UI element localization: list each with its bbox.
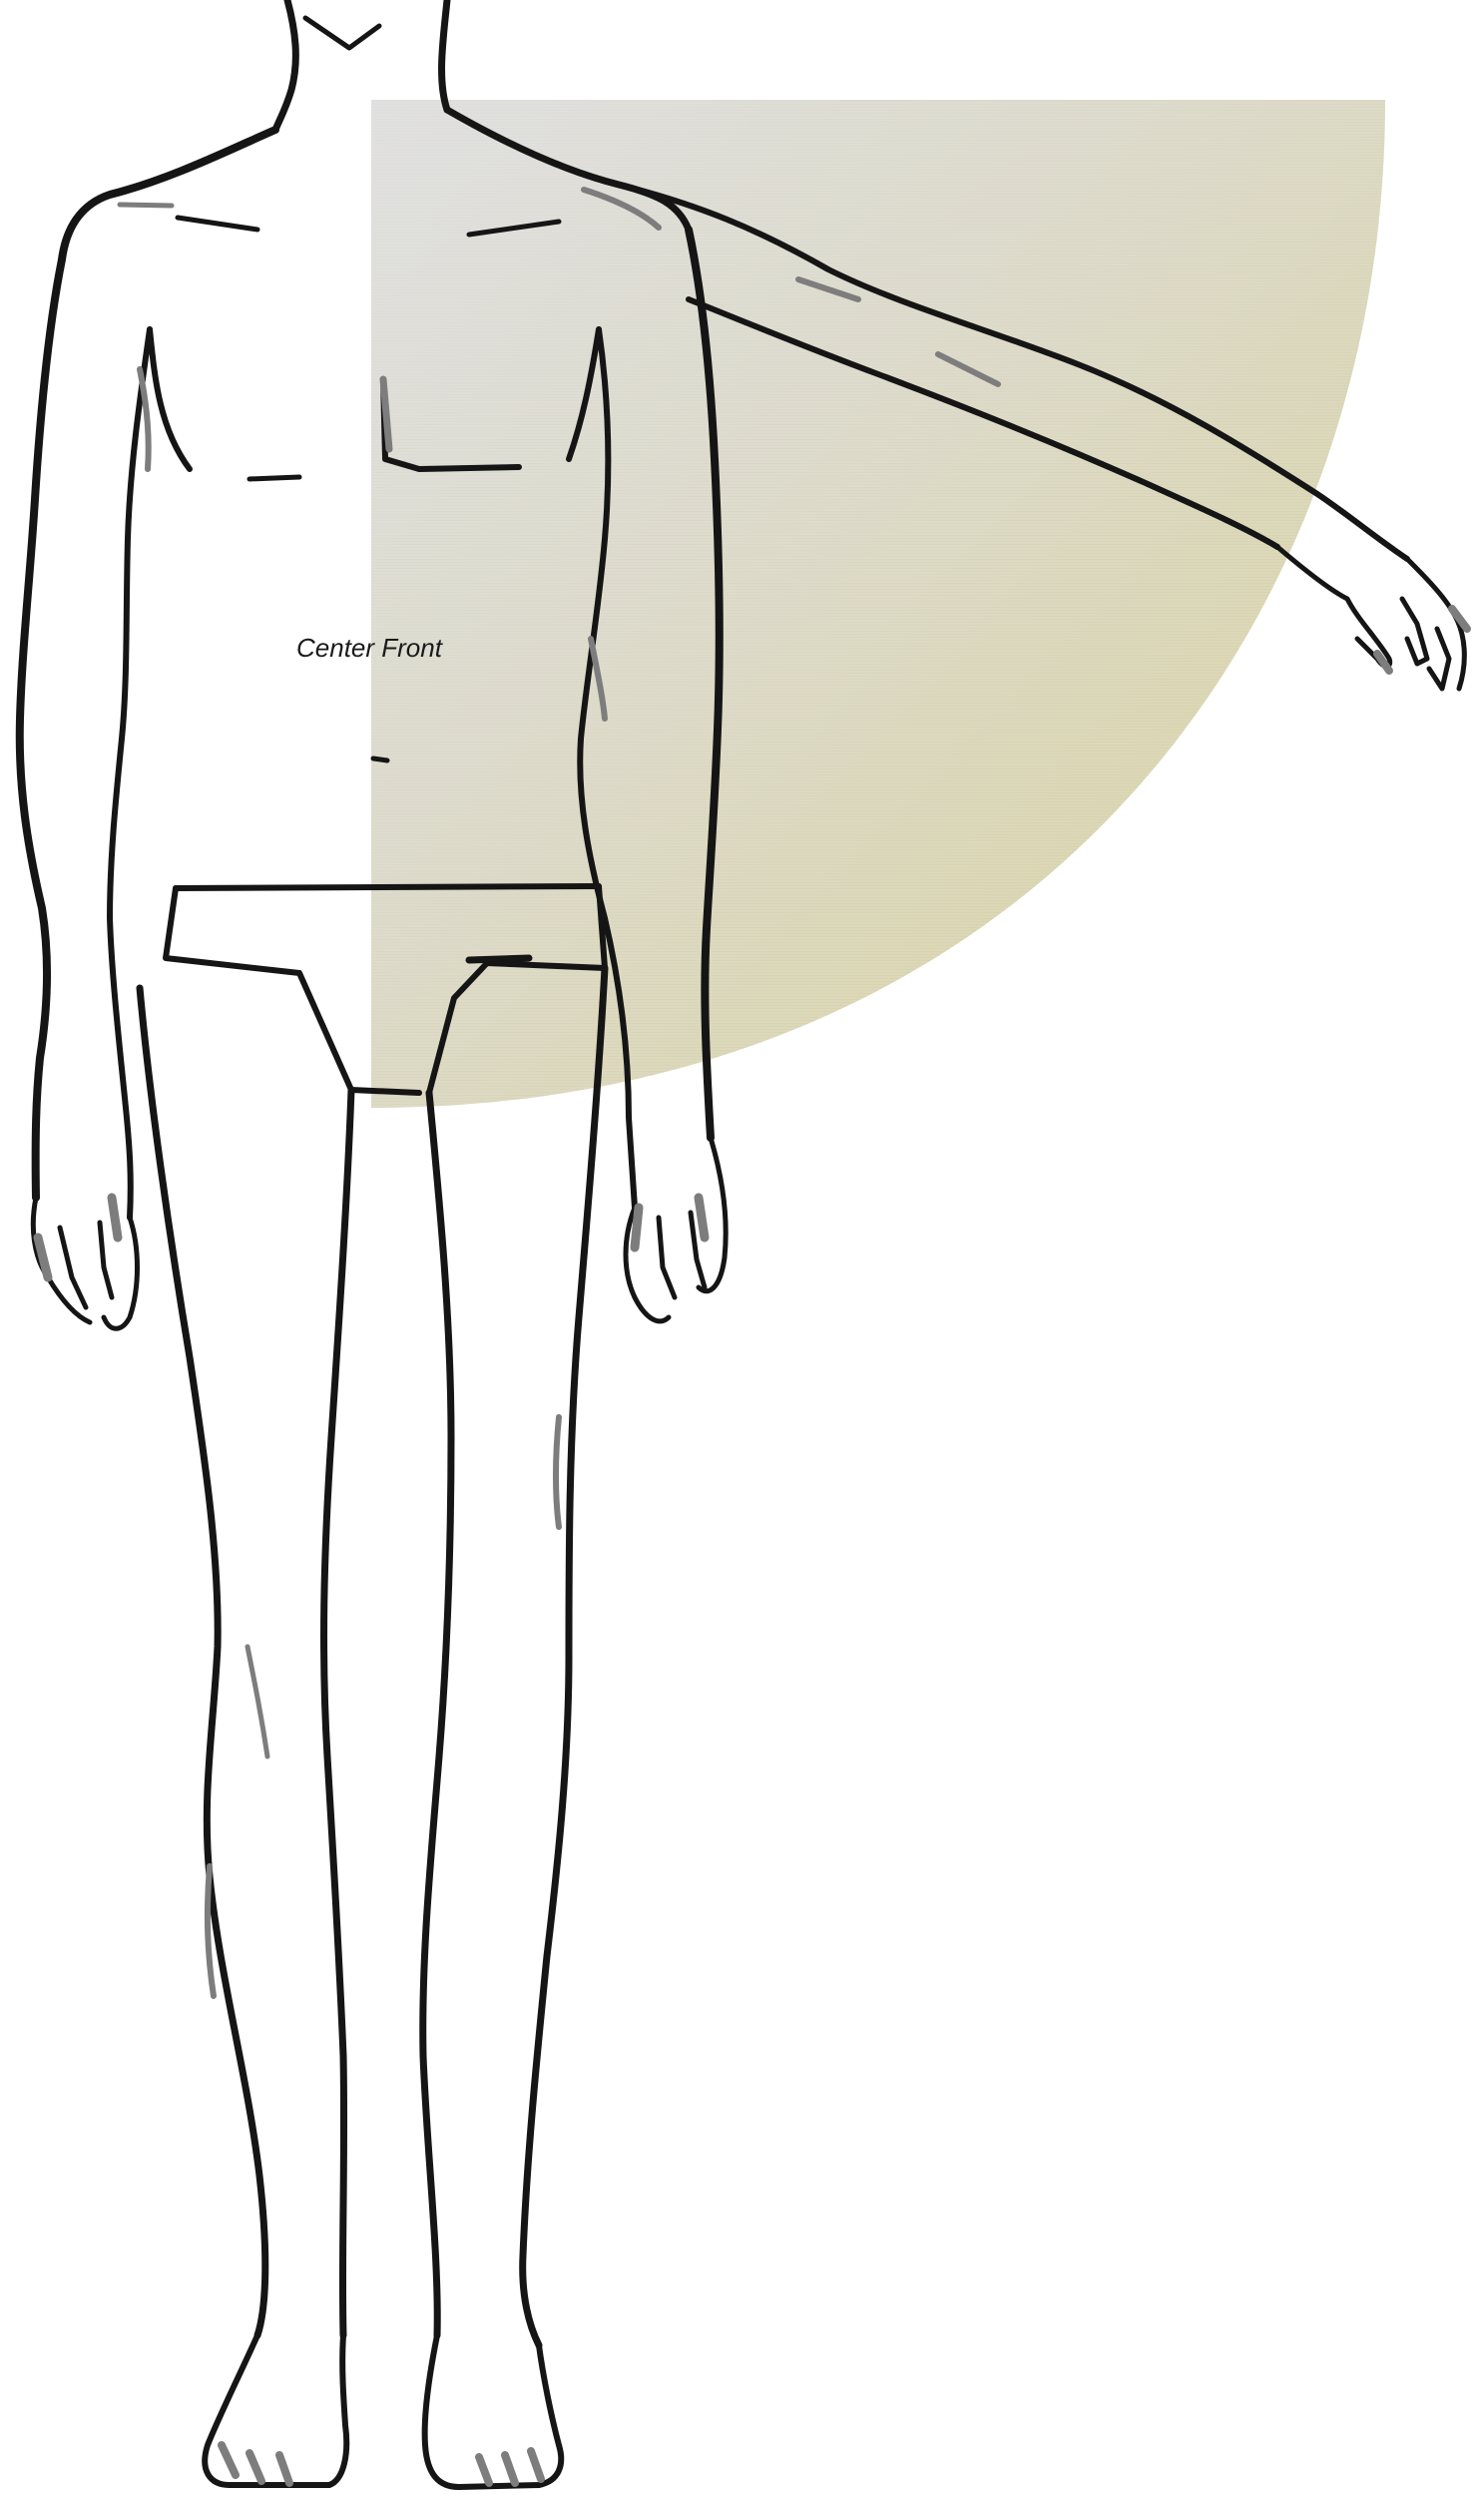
center-front-label: Center Front [296, 633, 444, 663]
left-arm [20, 259, 150, 1328]
center-front-marker: Center Front [296, 633, 444, 663]
legs [140, 968, 605, 2487]
